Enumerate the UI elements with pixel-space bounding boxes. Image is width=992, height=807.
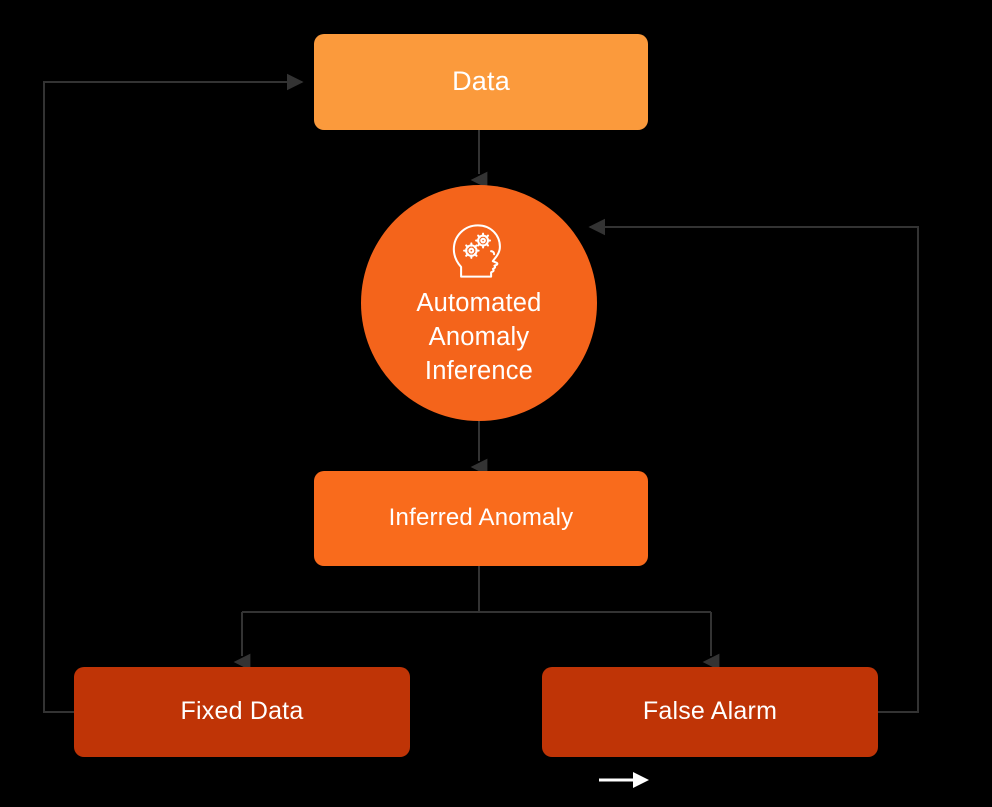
- node-inferred-anomaly-label: Inferred Anomaly: [388, 504, 574, 532]
- edge-false-alarm-to-inference-feedback: [588, 218, 919, 713]
- node-inferred-anomaly[interactable]: Inferred Anomaly: [314, 471, 648, 566]
- node-data-label: Data: [452, 66, 510, 97]
- node-false-alarm-label: False Alarm: [642, 697, 778, 726]
- node-fixed-data[interactable]: Fixed Data: [74, 667, 410, 757]
- node-data[interactable]: Data: [314, 34, 648, 130]
- edge-fixed-to-data-feedback: [43, 73, 304, 713]
- node-automated-anomaly-inference-label: Automated Anomaly Inference: [416, 289, 542, 385]
- node-false-alarm[interactable]: False Alarm: [542, 667, 878, 757]
- node-automated-anomaly-inference[interactable]: Automated Anomaly Inference: [361, 185, 597, 421]
- head-gears-icon: [452, 224, 501, 278]
- edge-inferred-to-outcomes: [233, 566, 720, 671]
- node-fixed-data-label: Fixed Data: [180, 697, 304, 726]
- flow-direction-arrow-icon: [599, 772, 649, 788]
